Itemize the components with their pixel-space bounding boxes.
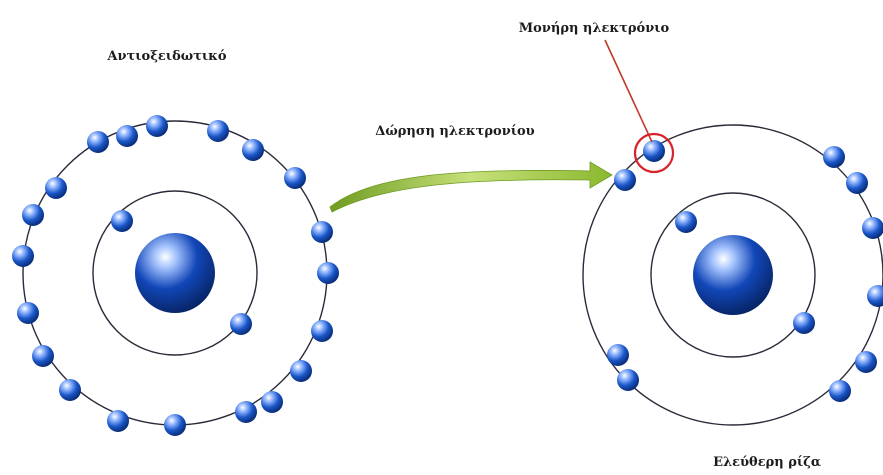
antioxidant-inner-electron [111,210,133,232]
antioxidant-outer-electron [317,262,339,284]
donation-arrow [330,162,612,212]
free-radical-outer-electron [855,351,877,373]
free-radical-outer-electron [862,217,883,239]
antioxidant-outer-electron [164,414,186,436]
antioxidant-outer-electron [261,391,283,413]
antioxidant-outer-electron [12,245,34,267]
antioxidant-outer-electron [284,167,306,189]
antioxidant-inner-electron [230,313,252,335]
free-radical-outer-electron [607,344,629,366]
antioxidant-outer-electron [146,115,168,137]
antioxidant-outer-electron [45,177,67,199]
antioxidant-outer-electron [87,131,109,153]
antioxidant-nucleus [135,233,215,313]
antioxidant-outer-electron [22,204,44,226]
free-radical-outer-electron [823,146,845,168]
antioxidant-outer-electron [290,360,312,382]
antioxidant-label: Αντιοξειδωτικό [106,49,227,64]
free-radical-outer-electron [617,369,639,391]
free-radical-label: Ελεύθερη ρίζα [713,455,821,470]
antioxidant-outer-electron [311,221,333,243]
antioxidant-outer-electron [311,320,333,342]
free-radical-inner-electron [793,312,815,334]
antioxidant-outer-electron [116,125,138,147]
free-radical-outer-electron [829,380,851,402]
antioxidant-outer-electron [235,401,257,423]
antioxidant-outer-electron [17,302,39,324]
antioxidant-outer-electron [242,139,264,161]
free-radical-outer-electron [867,285,883,307]
antioxidant-outer-electron [32,345,54,367]
free-radical-outer-electron [614,169,636,191]
electron-donation-label: Δώρηση ηλεκτρονίου [375,124,534,139]
antioxidant-outer-electron [59,379,81,401]
free-radical-atom [583,125,883,425]
free-radical-outer-electron [643,140,665,162]
lone-electron-pointer-line [605,40,652,142]
lone-electron-label: Μονήρη ηλεκτρόνιο [519,21,670,36]
free-radical-inner-electron [675,211,697,233]
free-radical-outer-electron [846,172,868,194]
free-radical-nucleus [693,235,773,315]
antioxidant-atom [12,115,339,436]
antioxidant-outer-electron [207,120,229,142]
antioxidant-outer-electron [107,410,129,432]
